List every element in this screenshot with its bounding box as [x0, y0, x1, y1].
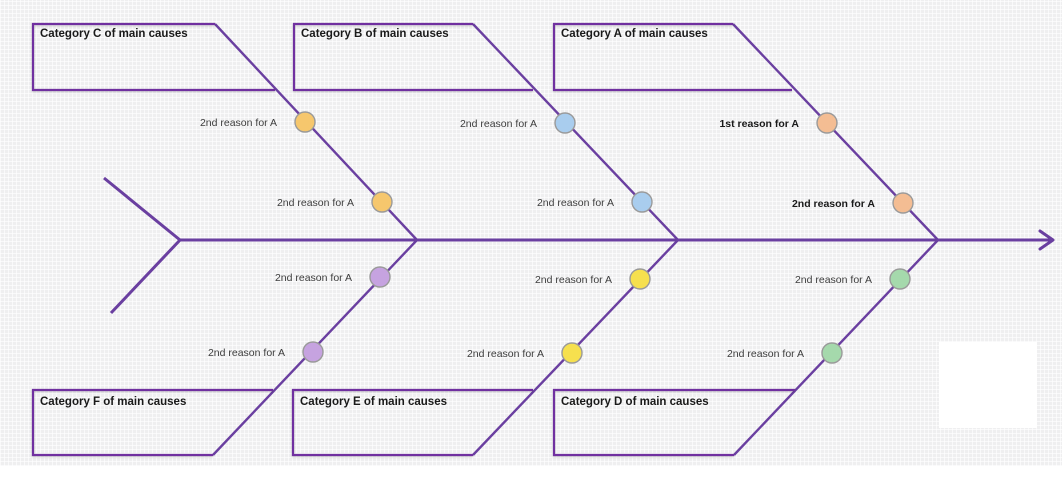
reason-label-b1[interactable]: 2nd reason for A: [460, 118, 537, 130]
reason-dot-a2[interactable]: [892, 192, 914, 214]
reason-dot-f2[interactable]: [369, 266, 391, 288]
reason-label-b2[interactable]: 2nd reason for A: [537, 197, 614, 209]
reason-dot-c1[interactable]: [294, 111, 316, 133]
reason-label-a2[interactable]: 2nd reason for A: [792, 198, 875, 210]
category-box-b[interactable]: [292, 22, 533, 92]
category-label-b[interactable]: Category B of main causes: [301, 28, 449, 40]
reason-dot-b1[interactable]: [554, 112, 576, 134]
reason-label-a1[interactable]: 1st reason for A: [719, 118, 799, 130]
category-label-e[interactable]: Category E of main causes: [300, 396, 447, 408]
reason-dot-f1[interactable]: [302, 341, 324, 363]
reason-dot-e1[interactable]: [561, 342, 583, 364]
category-box-f[interactable]: [31, 388, 273, 457]
category-label-a[interactable]: Category A of main causes: [561, 28, 708, 40]
category-boxes-group: [31, 22, 795, 457]
arrow-head-icon: [1038, 229, 1055, 251]
reason-dot-c2[interactable]: [371, 191, 393, 213]
reason-dot-a1[interactable]: [816, 112, 838, 134]
reason-label-d1[interactable]: 2nd reason for A: [727, 348, 804, 360]
reason-label-c2[interactable]: 2nd reason for A: [277, 197, 354, 209]
spine-group[interactable]: [103, 176, 1055, 315]
reason-dot-d1[interactable]: [821, 342, 843, 364]
category-label-f[interactable]: Category F of main causes: [40, 396, 186, 408]
white-patch: [939, 342, 1037, 428]
reason-label-d2[interactable]: 2nd reason for A: [795, 274, 872, 286]
reason-label-f1[interactable]: 2nd reason for A: [208, 347, 285, 359]
category-box-a[interactable]: [552, 22, 792, 92]
reason-dot-b2[interactable]: [631, 191, 653, 213]
reason-label-c1[interactable]: 2nd reason for A: [200, 117, 277, 129]
reason-dot-e2[interactable]: [629, 268, 651, 290]
category-box-c[interactable]: [31, 22, 275, 92]
reason-dots-group: [294, 111, 914, 364]
reason-label-e1[interactable]: 2nd reason for A: [467, 348, 544, 360]
category-label-d[interactable]: Category D of main causes: [561, 396, 709, 408]
reason-label-f2[interactable]: 2nd reason for A: [275, 272, 352, 284]
tail-chevron[interactable]: [103, 176, 183, 315]
category-box-e[interactable]: [291, 388, 533, 457]
reason-dot-d2[interactable]: [889, 268, 911, 290]
reason-label-e2[interactable]: 2nd reason for A: [535, 274, 612, 286]
category-label-c[interactable]: Category C of main causes: [40, 28, 188, 40]
category-box-d[interactable]: [552, 388, 795, 457]
bottom-margin: [0, 466, 1062, 478]
